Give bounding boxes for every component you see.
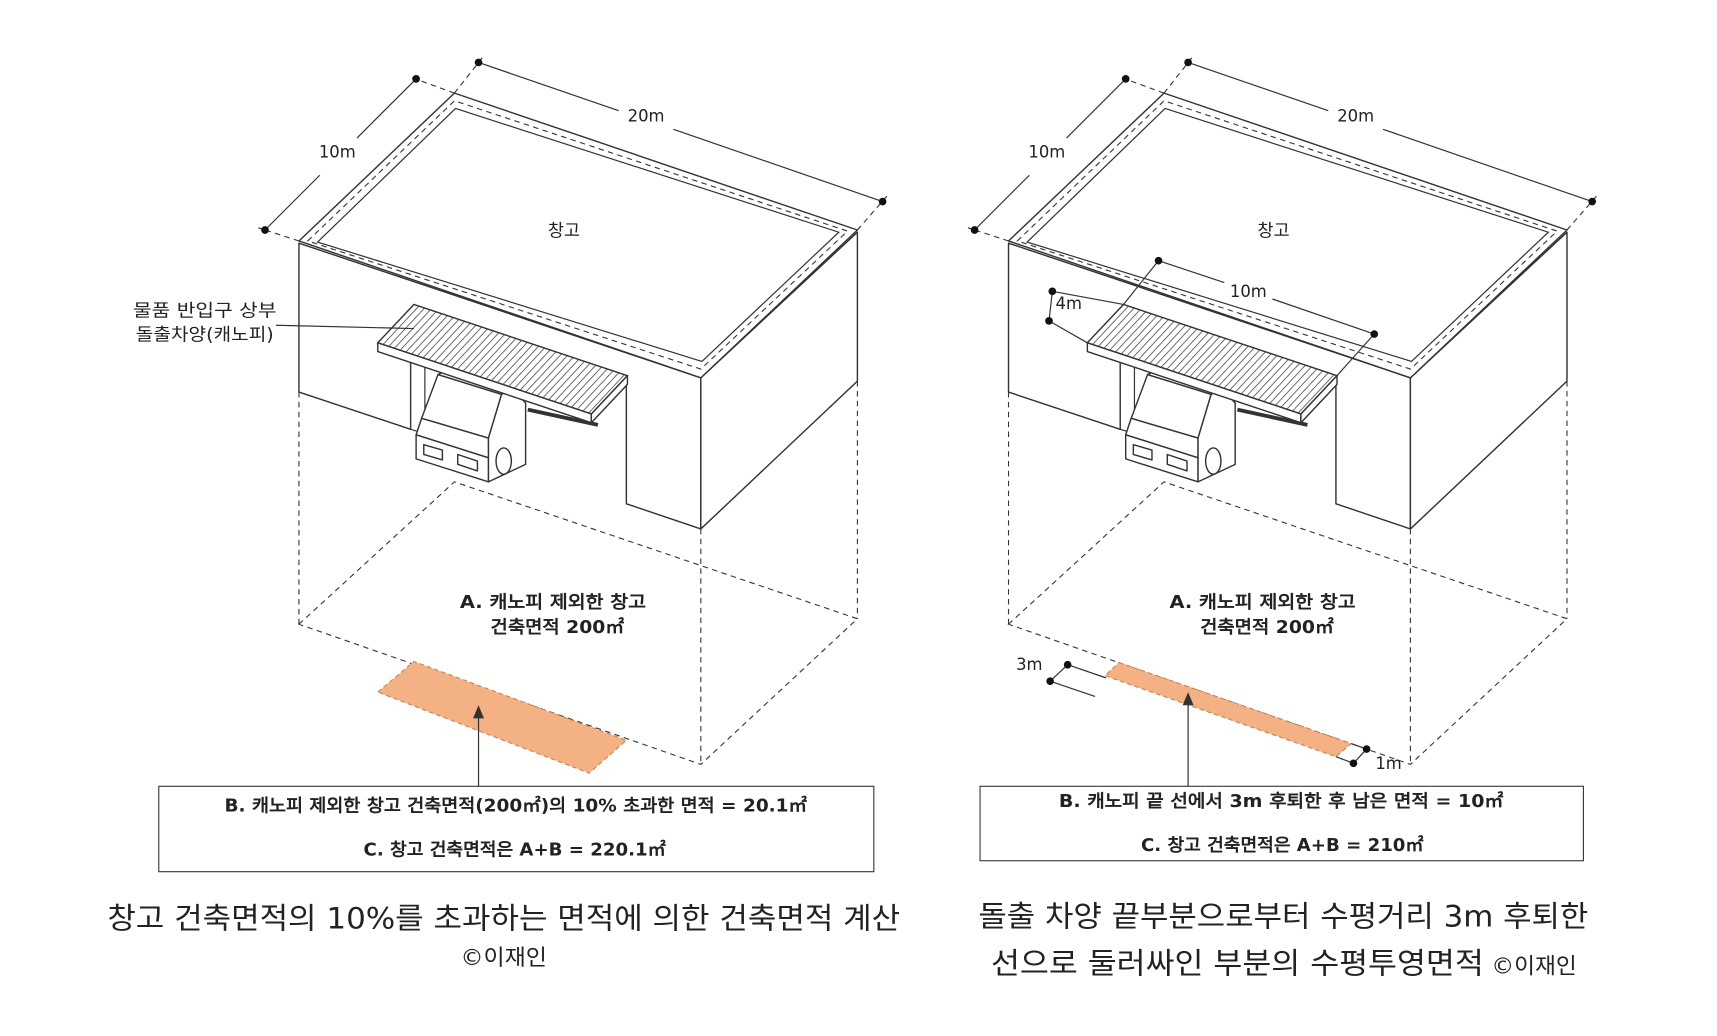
extension-line (258, 227, 300, 242)
ground-projection-area (1007, 481, 1569, 766)
dimension-dot (1121, 75, 1130, 83)
caption-title-line1: 돌출 차양 끝부분으로부터 수평거리 3m 후퇴한 (978, 899, 1588, 933)
truck-front (1124, 434, 1199, 483)
extension-line (1067, 664, 1107, 679)
truck-headlight (1166, 453, 1188, 472)
extension-line (454, 56, 484, 94)
roof-label: 창고 (1257, 222, 1289, 242)
result-c-text: C. 창고 건축면적은 A+B = 210㎡ (1141, 835, 1424, 856)
right-geometry: 창고 A. 캐노피 제외한 창고 건축면적 200㎡ (1007, 92, 1569, 766)
callout-line2: 돌출차양(캐노피) (136, 326, 274, 346)
roof-parapet-inner (316, 107, 840, 363)
dimension-line (1066, 78, 1127, 139)
dimension-width-label: 20m (1337, 107, 1374, 126)
extension-line (1048, 320, 1088, 344)
arrow-head (473, 705, 485, 719)
callout-leader (275, 324, 414, 330)
right-diagram: 창고 A. 캐노피 제외한 창고 건축면적 200㎡ 10m 20m 4m 1 (967, 56, 1597, 981)
canopy-support-bar (1236, 407, 1308, 427)
dimension-dot (1362, 745, 1371, 753)
area-a-line2: 건축면적 200㎡ (491, 617, 625, 638)
dimension-line (1158, 260, 1225, 284)
truck-headlight (457, 453, 479, 472)
extension-line (1163, 56, 1193, 94)
dimension-depth-label: 10m (1028, 143, 1065, 162)
result-b-text: B. 캐노피 제외한 창고 건축면적(200㎡)의 10% 초과한 면적 = 2… (224, 795, 807, 816)
roof-parapet-dashed (306, 100, 849, 370)
dimension-dot (1045, 317, 1053, 325)
dimension-depth-label: 10m (319, 143, 356, 162)
dimension-dot (1046, 677, 1054, 685)
left-diagram: 10m 20m 창고 물품 반입구 상부 돌출차양(캐노피) A. 캐노피 제외… (107, 56, 900, 971)
extension-line (1049, 680, 1096, 698)
setback-label: 3m (1016, 655, 1042, 674)
truck-wheel (1204, 447, 1222, 475)
truck-headlight (423, 443, 444, 461)
canopy (376, 303, 629, 424)
dimension-line (1382, 128, 1593, 203)
dimension-line (1048, 291, 1053, 321)
area-a-line2: 건축면적 200㎡ (1200, 617, 1334, 638)
dimension-dot (1588, 197, 1596, 206)
roof-parapet-inner (1025, 107, 1550, 363)
canopy-side-edge (590, 374, 629, 424)
extension-line (856, 195, 888, 231)
result-c-text: C. 창고 건축면적은 A+B = 220.1㎡ (364, 839, 667, 860)
canopy-depth-label: 4m (1056, 294, 1082, 313)
dimension-dot (412, 75, 420, 83)
roof-parapet-dashed (1016, 100, 1559, 370)
callout-line1: 물품 반입구 상부 (133, 302, 276, 322)
dimension-line (974, 174, 1030, 231)
truck-wheel (495, 447, 513, 475)
result-box (979, 785, 1584, 862)
extension-line (967, 227, 1009, 242)
dimension-dot (1349, 759, 1358, 768)
dimension-width-label: 20m (628, 107, 665, 126)
dimension-line (1049, 664, 1069, 682)
area-a-line1: A. 캐노피 제외한 창고 (460, 593, 646, 613)
dimension-dot (1154, 256, 1163, 265)
extension-line (1566, 195, 1597, 231)
dimension-line (1187, 61, 1329, 112)
truck (415, 368, 527, 483)
canopy-support-bar (527, 407, 599, 427)
area-a-line1: A. 캐노피 제외한 창고 (1169, 593, 1355, 613)
remaining-canopy-area (1103, 661, 1353, 758)
dimension-dot (1048, 287, 1057, 296)
dimension-line (478, 61, 619, 112)
dimension-line (356, 78, 417, 139)
caption-credit: ©이재인 (460, 946, 547, 971)
building-side-wall (1409, 231, 1568, 530)
dimension-dot (970, 226, 979, 234)
dimension-dot (1063, 660, 1072, 669)
dimension-line (673, 128, 883, 203)
canopy-length-label: 10m (1230, 282, 1267, 301)
dimension-dot (1370, 330, 1379, 338)
remaining-label: 1m (1375, 754, 1401, 773)
dimension-dot (261, 226, 269, 234)
truck-front (415, 434, 490, 483)
caption-title: 창고 건축면적의 10%를 초과하는 면적에 의한 건축면적 계산 (107, 902, 900, 936)
caption-credit: ©이재인 (1491, 955, 1576, 980)
canopy-excess-area (376, 660, 628, 774)
result-b-text: B. 캐노피 끝 선에서 3m 후퇴한 후 남은 면적 = 10㎡ (1059, 791, 1504, 812)
dimension-dot (474, 58, 483, 67)
extension-line (1123, 260, 1160, 305)
canopy-side-edge (1300, 374, 1338, 424)
truck-headlight (1132, 443, 1153, 461)
ground-projection-area (297, 481, 859, 766)
roof-label: 창고 (548, 222, 580, 242)
canopy (1086, 303, 1339, 424)
result-box (158, 785, 875, 873)
dimension-dot (878, 197, 887, 206)
arrow-head (1182, 692, 1194, 706)
dimension-line (1272, 298, 1375, 335)
dimension-dot (1184, 58, 1192, 67)
building-side-wall (700, 231, 859, 530)
dimension-line (264, 174, 321, 231)
extension-line (1052, 290, 1124, 306)
caption-title-line2: 선으로 둘러싸인 부분의 수평투영면적 (991, 947, 1484, 981)
extension-line (1336, 333, 1375, 377)
